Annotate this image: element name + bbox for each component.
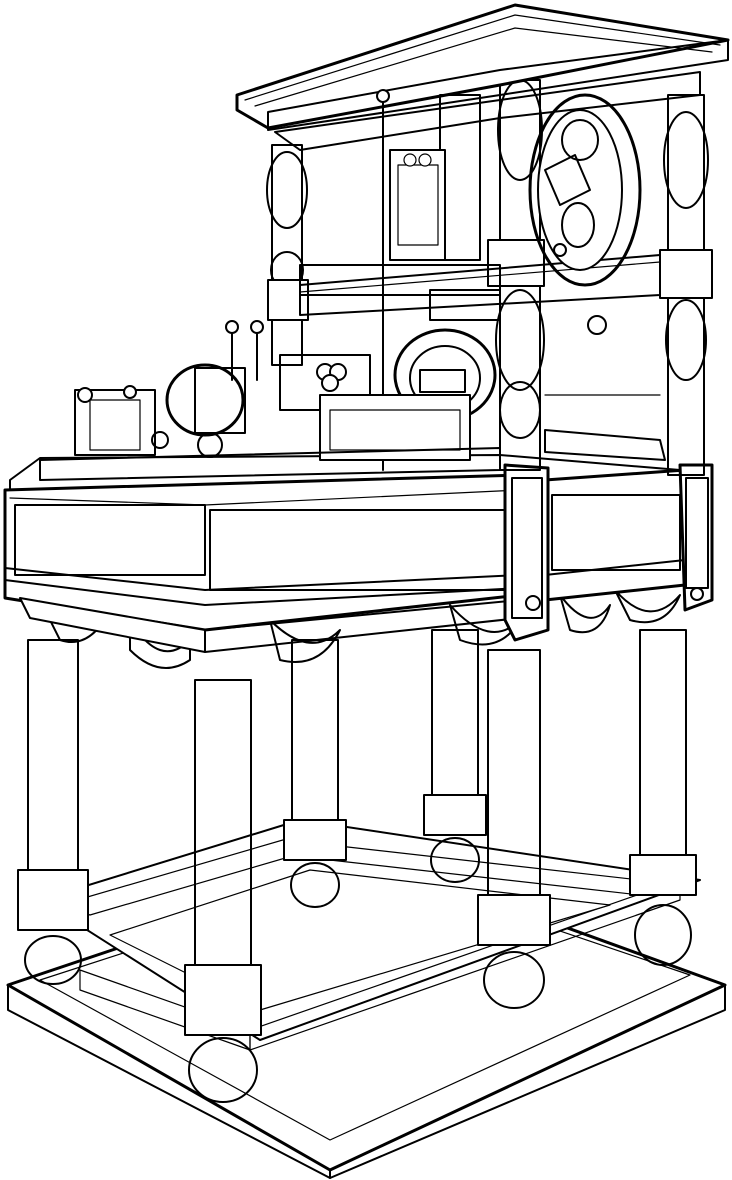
leg-front-left: [17, 639, 89, 985]
leg-front-middle: [184, 679, 262, 1103]
top-cornice: [235, 3, 730, 151]
right-side-platform: [544, 394, 666, 461]
upper-column-center: [487, 79, 545, 471]
threaded-shaft: [299, 264, 607, 335]
table-mechanism: [39, 320, 501, 481]
leg-right-rear: [629, 629, 697, 966]
twisted-legs: [17, 629, 697, 1103]
upper-column-right: [659, 94, 713, 476]
upper-frame: [266, 79, 713, 476]
upper-column-left: [266, 144, 309, 366]
leg-back-right: [423, 629, 487, 883]
leg-back-left: [283, 639, 347, 908]
large-flywheel: [528, 93, 642, 287]
leg-front-right: [477, 649, 551, 1009]
table-body: [3, 454, 714, 653]
